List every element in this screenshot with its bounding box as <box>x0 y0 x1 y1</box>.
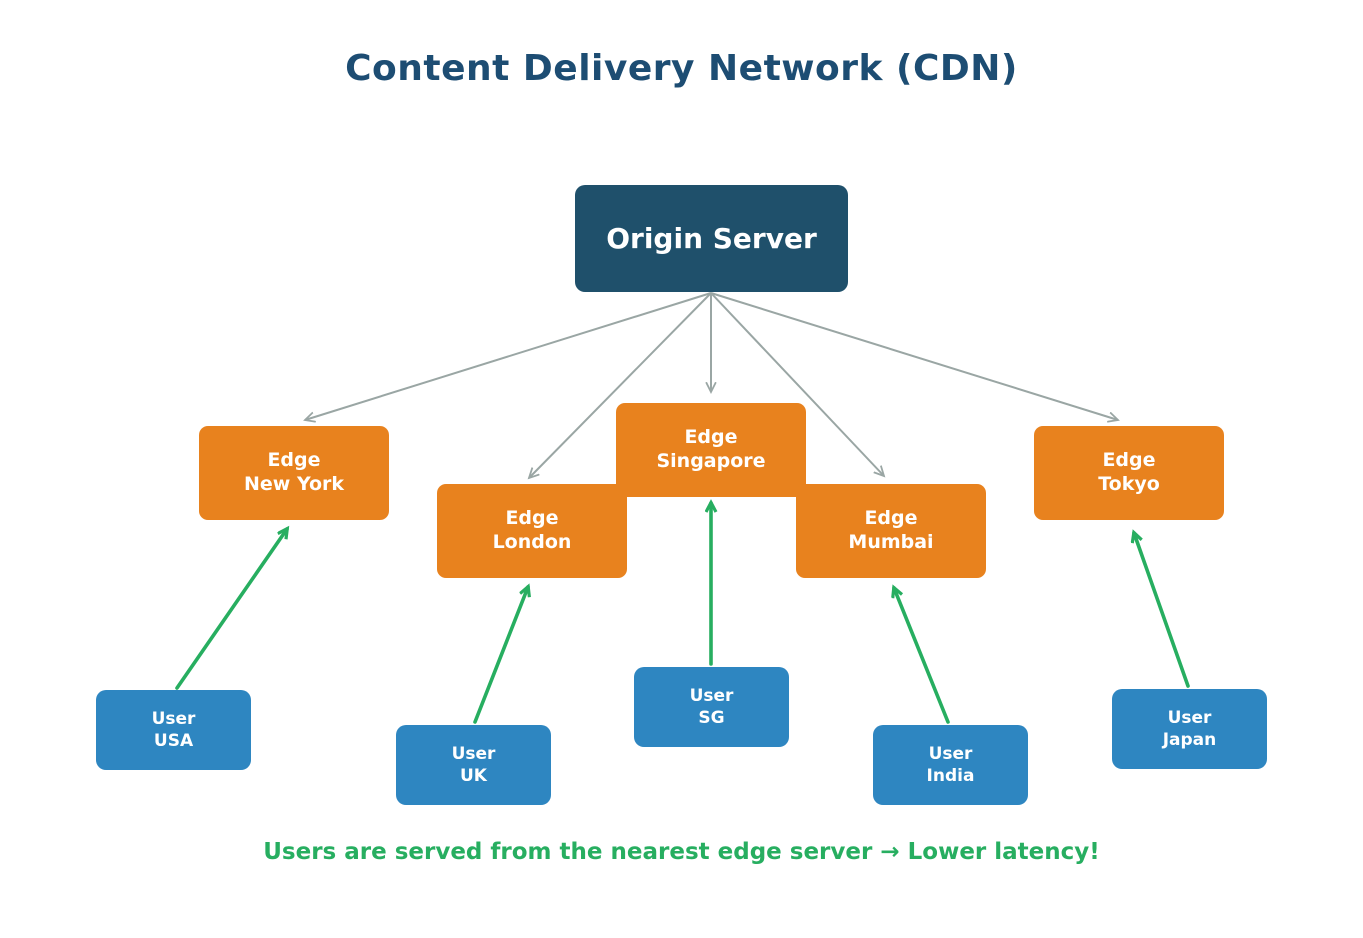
arrow-origin-to-edge-tokyo <box>710 292 1118 420</box>
user-india-label: User India <box>926 743 975 786</box>
arrow-user-japan-to-edge-tokyo <box>1134 533 1190 688</box>
user-sg-label: User SG <box>689 685 734 728</box>
arrow-user-usa-to-edge-new-york <box>175 529 287 690</box>
node-edge-singapore: Edge Singapore <box>616 403 806 497</box>
edge-tokyo-label: Edge Tokyo <box>1098 449 1160 495</box>
arrow-user-uk-to-edge-london <box>473 587 528 724</box>
node-edge-mumbai: Edge Mumbai <box>796 484 986 578</box>
node-origin-server: Origin Server <box>575 185 848 292</box>
node-edge-tokyo: Edge Tokyo <box>1034 426 1224 520</box>
origin-server-label: Origin Server <box>606 222 817 255</box>
user-japan-label: User Japan <box>1162 707 1217 750</box>
edge-mumbai-label: Edge Mumbai <box>848 507 934 553</box>
arrow-origin-to-edge-london <box>529 292 712 478</box>
arrow-origin-to-edge-mumbai <box>710 292 884 476</box>
diagram-title: Content Delivery Network (CDN) <box>345 48 1018 89</box>
arrow-origin-to-edge-new-york <box>305 292 712 420</box>
arrow-user-india-to-edge-mumbai <box>894 588 950 724</box>
node-user-japan: User Japan <box>1112 689 1267 769</box>
edge-new-york-label: Edge New York <box>243 449 345 495</box>
node-user-uk: User UK <box>396 725 551 805</box>
node-edge-new-york: Edge New York <box>199 426 389 520</box>
node-user-india: User India <box>873 725 1028 805</box>
edge-london-label: Edge London <box>492 507 572 553</box>
node-edge-london: Edge London <box>437 484 627 578</box>
node-user-usa: User USA <box>96 690 251 770</box>
node-user-sg: User SG <box>634 667 789 747</box>
edge-singapore-label: Edge Singapore <box>656 426 766 472</box>
user-uk-label: User UK <box>451 743 496 786</box>
user-usa-label: User USA <box>151 708 196 751</box>
diagram-caption: Users are served from the nearest edge s… <box>263 839 1100 865</box>
